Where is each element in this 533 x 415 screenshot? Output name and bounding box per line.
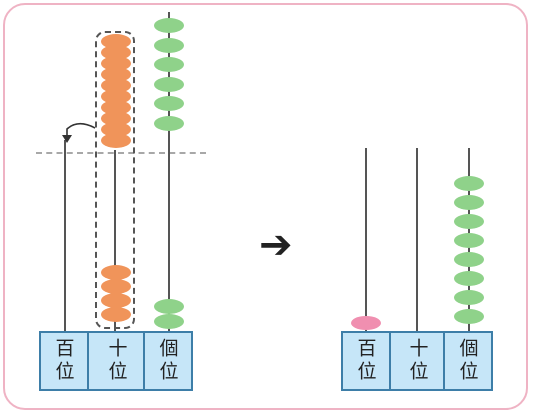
tens-group-highlight [95,31,135,329]
ones-bead [454,252,484,267]
left-ones-rod [168,12,170,331]
ones-bead [454,233,484,248]
tens-bead [101,279,131,294]
ones-bead [454,290,484,305]
ones-bead [454,214,484,229]
ones-bead [454,176,484,191]
tens-bead [101,293,131,308]
left-label-tens: 十位 [89,331,145,391]
right-label-tens: 十位 [391,331,445,391]
ones-bead [454,271,484,286]
ones-bead [154,314,184,329]
right-arrow-icon: ➔ [259,222,293,268]
divider-dashed-line [36,152,206,154]
left-tens-rod [114,150,116,331]
ones-bead [154,115,184,131]
ones-bead [454,195,484,210]
right-hundreds-rod [365,148,367,331]
ones-bead [154,18,184,33]
ones-bead [454,309,484,324]
left-hundreds-rod [64,140,66,331]
tens-bead [101,133,131,148]
ones-bead [154,57,184,72]
ones-bead [154,37,184,53]
ones-bead [154,96,184,111]
regroup-arrow-icon [62,122,96,143]
ones-bead [154,299,184,314]
tens-bead [101,307,131,322]
ones-bead [154,76,184,92]
right-label-ones: 個位 [443,331,493,391]
right-tens-rod [416,148,418,331]
left-label-ones: 個位 [143,331,193,391]
left-label-hundreds: 百位 [39,331,89,391]
hundreds-bead [351,316,381,330]
tens-bead [101,265,131,280]
right-label-hundreds: 百位 [341,331,391,391]
